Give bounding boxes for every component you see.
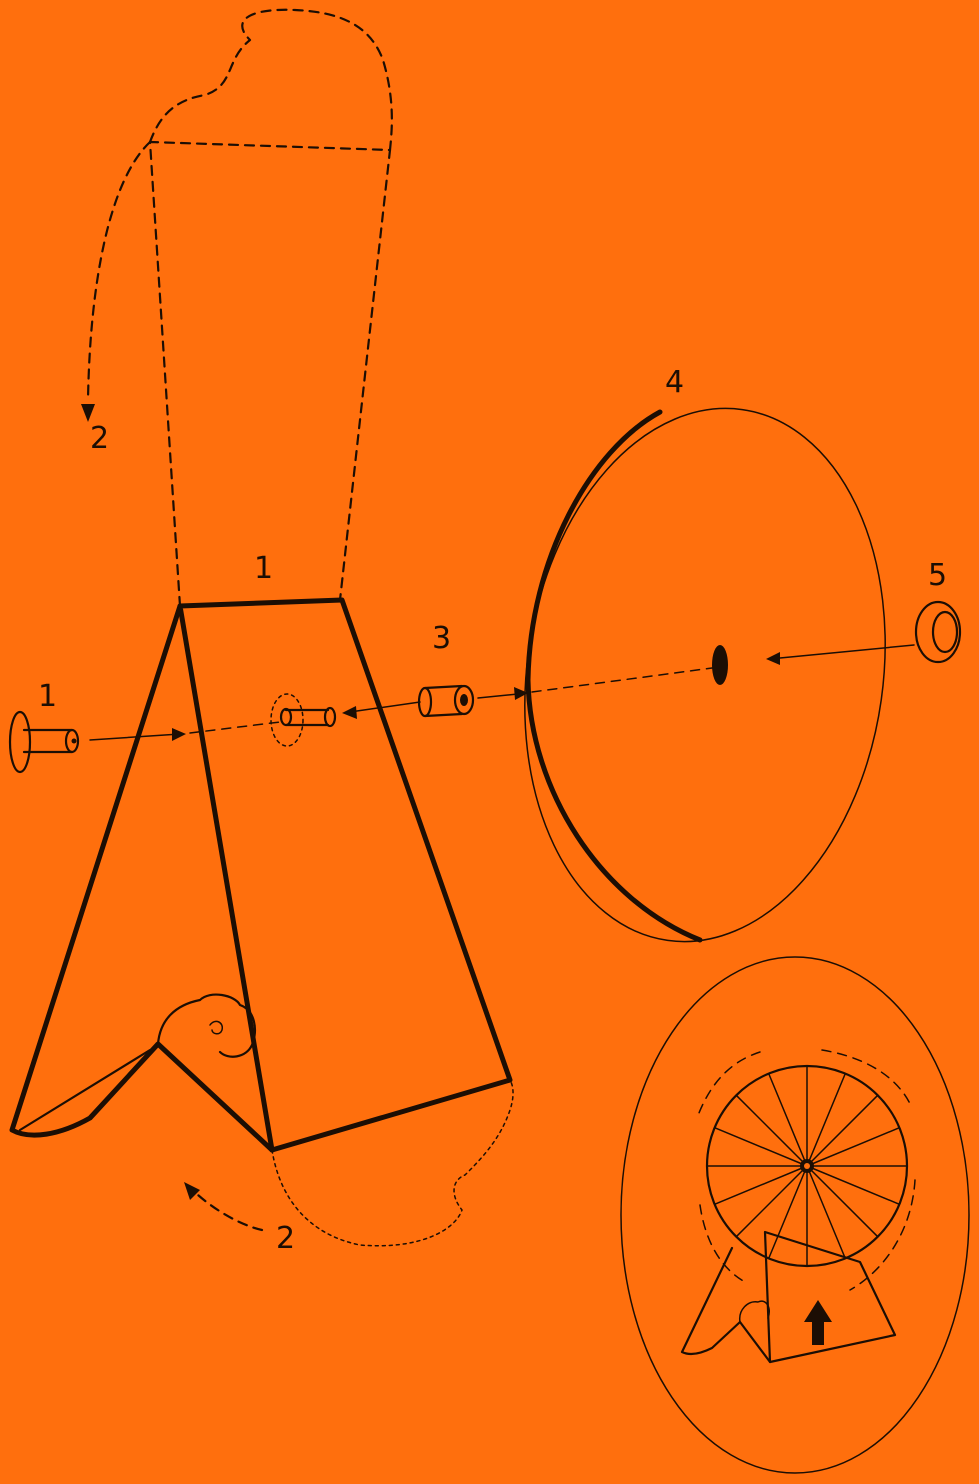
completed-model-inset bbox=[621, 957, 969, 1473]
panel-hole bbox=[271, 694, 303, 746]
inset-wheel-spoke bbox=[807, 1095, 878, 1166]
fold-arrowhead-top bbox=[81, 404, 95, 422]
inset-up-arrow-icon bbox=[804, 1300, 832, 1345]
rotation-arrow-top-right bbox=[822, 1050, 912, 1108]
axle-pin-tip-hole bbox=[72, 739, 77, 744]
stand bbox=[12, 600, 513, 1246]
disc-face bbox=[491, 385, 918, 965]
ghost-panel-outline bbox=[150, 142, 390, 606]
inset-outer-ellipse bbox=[621, 957, 969, 1473]
stand-tab bbox=[158, 995, 255, 1057]
cap-dome bbox=[933, 612, 957, 652]
inset-wheel-spoke bbox=[736, 1166, 807, 1237]
axis-arrow-6 bbox=[766, 652, 780, 665]
panel-axle bbox=[281, 708, 335, 726]
panel-axle-base bbox=[281, 709, 291, 725]
axis-segment-5 bbox=[532, 668, 712, 692]
bottom-flap-ghost bbox=[272, 1080, 513, 1246]
ghost-tab-outline bbox=[150, 10, 392, 150]
stand-tab-curl bbox=[210, 1021, 222, 1033]
axle-pin-head bbox=[10, 712, 30, 772]
label-2-top: 2 bbox=[90, 421, 109, 456]
fold-arrowhead-bottom bbox=[184, 1182, 200, 1200]
label-3: 3 bbox=[432, 621, 451, 656]
label-5: 5 bbox=[928, 558, 947, 593]
axle-pin-part bbox=[10, 712, 78, 772]
fold-arrow-bottom bbox=[198, 1195, 262, 1230]
panel-axle-shaft bbox=[286, 710, 328, 725]
label-2-bottom: 2 bbox=[276, 1221, 295, 1256]
axis-segment-4 bbox=[478, 694, 518, 698]
inset-wheel-spoke bbox=[736, 1095, 807, 1166]
disc-center-hole bbox=[712, 645, 728, 685]
axis-segment-3 bbox=[350, 702, 420, 712]
inset-stand-tab bbox=[740, 1301, 770, 1322]
inset-stand-front bbox=[765, 1232, 895, 1362]
axis-arrow-1 bbox=[172, 728, 186, 741]
inset-wheel-hub-hole bbox=[804, 1163, 810, 1169]
spacer-part bbox=[419, 686, 473, 716]
disc-edge bbox=[528, 412, 700, 940]
axle-pin-shaft bbox=[24, 730, 72, 752]
cap-rim bbox=[916, 602, 960, 662]
label-4: 4 bbox=[665, 365, 684, 400]
panel-axle-tip bbox=[325, 708, 335, 726]
axis-arrow-3 bbox=[342, 706, 357, 719]
disc-part bbox=[491, 385, 918, 965]
rotation-arrow-top-left bbox=[697, 1052, 760, 1118]
inset-stand-leg bbox=[682, 1248, 770, 1362]
cap-part bbox=[916, 602, 960, 662]
assembly-axis bbox=[90, 645, 914, 741]
fold-arrow-top bbox=[88, 142, 150, 400]
spacer-back bbox=[419, 688, 431, 716]
rotation-arrow-bottom-left bbox=[700, 1205, 745, 1282]
stand-front-panel bbox=[180, 600, 510, 1150]
label-1-axle: 1 bbox=[38, 679, 57, 714]
axis-segment-6 bbox=[780, 645, 914, 658]
folded-panel-ghost bbox=[81, 10, 392, 606]
inset-wheel-spoke bbox=[807, 1166, 878, 1237]
spacer-hole bbox=[460, 694, 468, 706]
label-1-panel: 1 bbox=[254, 551, 273, 586]
